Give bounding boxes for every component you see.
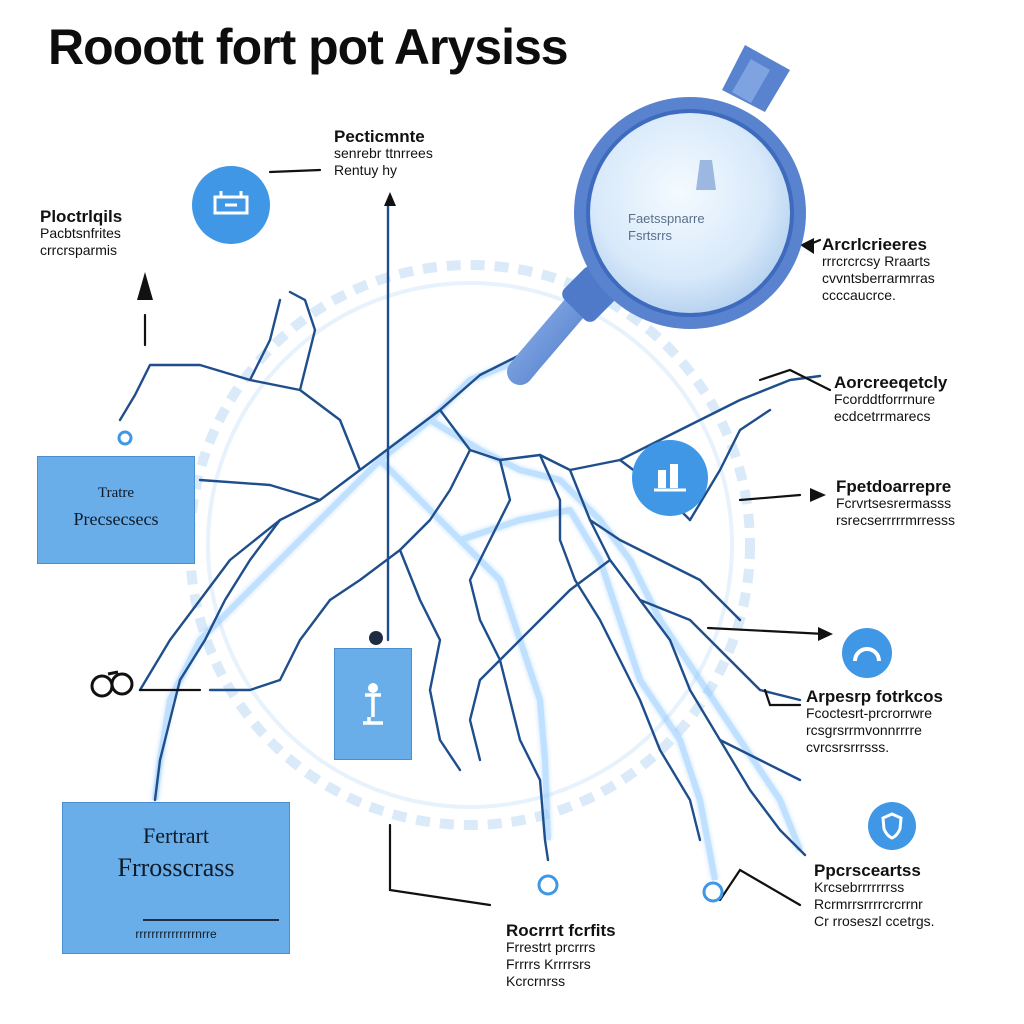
bottom-box-line-3: rrrrrrrrrrrrrrrnrre bbox=[135, 927, 217, 941]
label-top-center: Pecticmnte senrebr ttnrrees Rentuy hy bbox=[334, 127, 433, 178]
root-network bbox=[118, 198, 822, 862]
bottom-process-box: Fertrart Frrosscrass rrrrrrrrrrrrrrrnrre bbox=[62, 802, 290, 954]
background-ring bbox=[185, 260, 755, 830]
label-lower-right-2: Ppcrsceartss Krcsebrrrrrrrss Rcrmrrsrrrr… bbox=[814, 861, 935, 929]
person-icon bbox=[363, 683, 383, 725]
page-title: Rooott fort pot Arysiss bbox=[48, 19, 569, 75]
left-process-box: Tratre Precsecsecs bbox=[37, 456, 195, 564]
label-mid-right-1: Aorcreeqetcly Fcorddtforrrnure ecdcetrrm… bbox=[834, 373, 948, 424]
flask-icon bbox=[192, 166, 270, 244]
connector-lines bbox=[138, 168, 832, 907]
gauge-icon bbox=[842, 628, 892, 678]
pendant-node bbox=[369, 631, 383, 645]
left-box-line-1: Tratre bbox=[97, 485, 135, 501]
binoculars-icon bbox=[88, 662, 138, 702]
label-bottom-center: Rocrrrt fcrfits Frrestrt prcrrrs Frrrrs … bbox=[506, 921, 616, 989]
background-ring-inner bbox=[206, 281, 734, 809]
root-network-glow bbox=[152, 327, 803, 881]
label-top-left: Ploctrlqils Pacbtsnfrites crrcrsparmis bbox=[40, 207, 123, 258]
label-magnifier-side: Arcrlcrieeres rrrcrcrcsy Rraarts cvvntsb… bbox=[822, 235, 935, 303]
bottom-box-divider bbox=[143, 919, 279, 921]
bottom-box-line-2: Frrosscrass bbox=[117, 853, 235, 882]
center-pendant-box bbox=[334, 648, 412, 760]
bottom-box-line-1: Fertrart bbox=[143, 823, 209, 848]
label-mid-right-2: Fpetdoarrepre Fcrvrtsesrermasss rsrecser… bbox=[836, 477, 955, 528]
arrowheads bbox=[137, 192, 833, 641]
label-lower-right-1: Arpesrp fotrkcos Fcoctesrt-prcrorrwre rc… bbox=[806, 687, 943, 755]
shield-icon bbox=[868, 802, 916, 850]
magnifier-icon bbox=[507, 45, 806, 385]
left-box-line-2: Precsecsecs bbox=[73, 509, 159, 529]
chart-icon bbox=[632, 440, 708, 516]
magnifier-lens-text: Faetsspnarre Fsrtsrrs bbox=[628, 211, 705, 243]
